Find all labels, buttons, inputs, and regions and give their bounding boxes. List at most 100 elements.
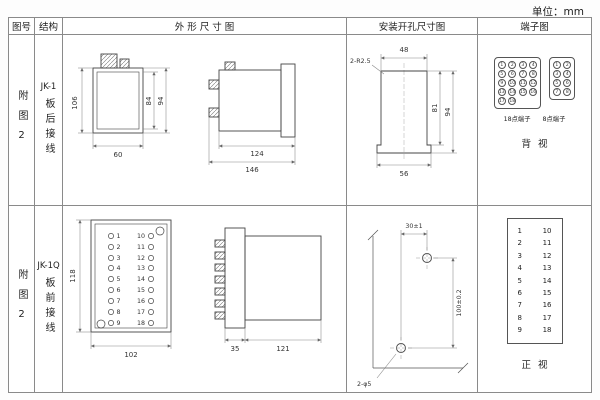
- front-terminal-circles: [108, 233, 154, 326]
- jk1-side-view: [208, 61, 296, 138]
- dim-width-top: 48: [400, 46, 409, 54]
- header-structure: 结构: [35, 18, 63, 35]
- structure-cell-jk1q: JK-1Q 板前接线: [35, 206, 63, 392]
- svg-text:4: 4: [117, 265, 121, 272]
- terminal-number: 18: [542, 326, 552, 335]
- dimension-table: 图号 结构 外 形 尺 寸 图 安装开孔尺寸图 端子图 附图2 JK-1 板后接…: [8, 17, 592, 393]
- svg-text:15: 15: [137, 287, 145, 294]
- jk1-install-dim-lines: [376, 54, 457, 168]
- jk1q-install-dim-lines: [376, 230, 457, 379]
- terminal-number: 14: [542, 276, 552, 285]
- fig-no-cell-jk1: 附图2: [9, 35, 35, 206]
- view-label-front: 正视: [521, 359, 555, 371]
- jk1q-install-drawing: 30±1 100±0.2 2-φ5: [357, 223, 469, 388]
- structure-cell-jk1: JK-1 板后接线: [35, 35, 63, 206]
- svg-text:1: 1: [117, 233, 121, 240]
- jk1q-front-view: [90, 219, 172, 333]
- model-label: JK-1Q: [37, 261, 60, 271]
- terminal-number: 2: [563, 61, 572, 69]
- wiring-label: 板前接线: [43, 277, 54, 337]
- fig-no-label: 附图2: [16, 89, 27, 151]
- dim-height-overall: 94: [444, 107, 452, 116]
- svg-text:13: 13: [137, 265, 145, 272]
- dim-height-flange: 94: [157, 96, 165, 105]
- terminal-number: 11: [542, 239, 552, 248]
- terminal-number: 13: [497, 88, 506, 96]
- label-8-point: 8点端子: [542, 116, 566, 123]
- terminal-number: 6: [563, 79, 572, 87]
- terminal-number: 7: [517, 301, 522, 310]
- svg-text:17: 17: [137, 309, 145, 316]
- unit-label: 单位：mm: [532, 6, 584, 18]
- terminal-number: 1: [497, 61, 506, 69]
- terminal-number: 17: [497, 97, 506, 105]
- terminal-number: 9: [497, 79, 506, 87]
- terminal-number: 5: [517, 276, 522, 285]
- header-install: 安装开孔尺寸图: [347, 18, 478, 35]
- header-outline: 外 形 尺 寸 图: [63, 18, 347, 35]
- svg-text:10: 10: [137, 233, 145, 240]
- svg-text:5: 5: [117, 276, 121, 283]
- terminal-number: 18: [508, 97, 517, 105]
- terminal-number: 3: [518, 61, 527, 69]
- mounting-holes: [396, 253, 432, 353]
- dim-height: 118: [69, 269, 77, 282]
- terminal-number: 15: [518, 88, 527, 96]
- install-cell-jk1q: 30±1 100±0.2 2-φ5: [347, 206, 478, 392]
- terminal-number: 4: [529, 61, 538, 69]
- terminal-number: 4: [563, 70, 572, 78]
- fig-no-label: 附图2: [16, 268, 27, 330]
- view-label-rear: 背视: [521, 139, 555, 150]
- jk1q-side-view: [214, 227, 322, 329]
- terminal-number: 1: [517, 227, 522, 235]
- jk1-install-drawing: 2-R2.5 48 81 94 56: [350, 46, 457, 178]
- dim-depth-case: 124: [250, 150, 264, 158]
- dim-depth-overall: 146: [245, 166, 259, 174]
- svg-text:9: 9: [117, 320, 121, 327]
- jk1q-side-dim-lines: [224, 320, 322, 343]
- terminal-number: 1: [552, 61, 561, 69]
- jk1-front-view: [92, 53, 144, 134]
- panel-edge: [367, 229, 469, 374]
- terminal-number: 3: [552, 70, 561, 78]
- terminal-number: 10: [508, 79, 517, 87]
- terminal-number: 8: [517, 313, 522, 322]
- dim-width: 102: [124, 351, 137, 359]
- hole-centerlines: [390, 247, 438, 359]
- svg-text:7: 7: [117, 298, 121, 305]
- dim-height-inner: 81: [431, 104, 439, 113]
- jk1q-front-dim-lines: [76, 219, 172, 349]
- wiring-label: 板后接线: [43, 98, 54, 158]
- terminal-number: 9: [517, 326, 522, 335]
- terminal-number: 10: [542, 227, 552, 235]
- terminal-number: 6: [508, 70, 517, 78]
- terminal-number: 8: [529, 70, 538, 78]
- terminal-number: 6: [517, 289, 522, 298]
- jk1-front-dim-lines: [78, 67, 170, 149]
- outline-cell-jk1: 106 84 94 60 124 146: [63, 35, 347, 206]
- terminal-number: 5: [497, 70, 506, 78]
- svg-text:11: 11: [137, 244, 145, 251]
- svg-text:2: 2: [117, 244, 121, 251]
- terminal-number: 16: [542, 301, 552, 310]
- terminal-number: 17: [542, 313, 552, 322]
- dim-hole-spacing-v: 100±0.2: [456, 289, 463, 316]
- svg-text:16: 16: [137, 298, 145, 305]
- svg-text:8: 8: [117, 309, 121, 316]
- terminal-number: 11: [518, 79, 527, 87]
- terminal-number: 12: [529, 79, 538, 87]
- svg-text:12: 12: [137, 255, 145, 262]
- jk1-side-dim-lines: [208, 117, 296, 165]
- svg-text:6: 6: [117, 287, 121, 294]
